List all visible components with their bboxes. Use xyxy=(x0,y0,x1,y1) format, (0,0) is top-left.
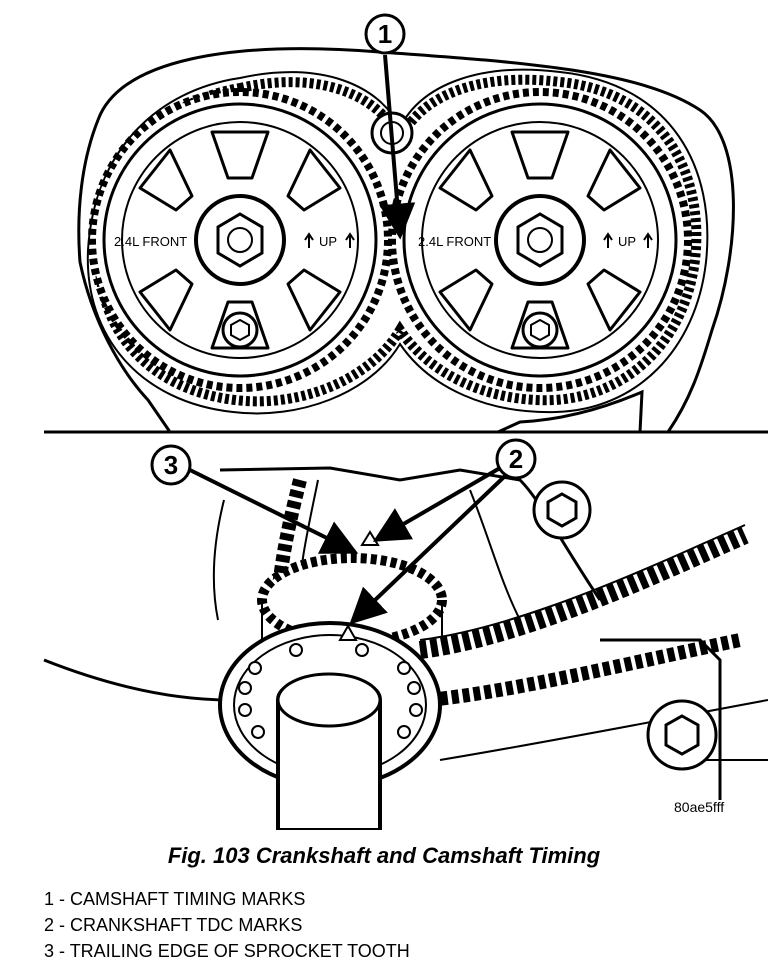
legend-item: 1 - CAMSHAFT TIMING MARKS xyxy=(44,886,410,912)
right-sprocket-front-label: 2.4L FRONT xyxy=(418,234,491,249)
up-arrow-icon xyxy=(304,232,314,248)
legend-number: 2 xyxy=(44,915,55,935)
up-arrow-icon xyxy=(643,232,653,248)
crankshaft-sprocket xyxy=(218,530,447,830)
legend-number: 1 xyxy=(44,889,55,909)
timing-illustration: 2.4L FRONT UP 2.4L FRONT UP xyxy=(43,13,768,830)
left-sprocket-up-label: UP xyxy=(319,234,337,249)
camshaft-view: 2.4L FRONT UP 2.4L FRONT UP xyxy=(77,13,735,434)
up-arrow-icon xyxy=(345,232,355,248)
svg-text:1: 1 xyxy=(378,19,392,49)
legend-item: 3 - TRAILING EDGE OF SPROCKET TOOTH xyxy=(44,938,410,964)
engine-bolt-upper xyxy=(532,480,592,540)
up-arrow-icon xyxy=(603,232,613,248)
callout-2: 2 xyxy=(349,438,537,625)
right-camshaft-sprocket: 2.4L FRONT UP xyxy=(388,88,692,392)
legend-list: 1 - CAMSHAFT TIMING MARKS 2 - CRANKSHAFT… xyxy=(44,886,410,964)
legend-text: CAMSHAFT TIMING MARKS xyxy=(70,889,306,909)
image-code: 80ae5fff xyxy=(674,799,724,815)
callout-3: 3 xyxy=(150,444,359,554)
legend-text: CRANKSHAFT TDC MARKS xyxy=(70,915,303,935)
legend-separator: - xyxy=(54,915,71,935)
svg-text:3: 3 xyxy=(164,450,178,480)
left-camshaft-sprocket: 2.4L FRONT UP xyxy=(88,88,392,392)
legend-separator: - xyxy=(54,889,71,909)
right-sprocket-up-label: UP xyxy=(618,234,636,249)
legend-separator: - xyxy=(54,941,70,961)
legend-number: 3 xyxy=(44,941,55,961)
crankshaft-view: 3 2 80ae5fff xyxy=(43,438,768,830)
legend-item: 2 - CRANKSHAFT TDC MARKS xyxy=(44,912,410,938)
callout-1: 1 xyxy=(364,13,416,240)
tdc-mark-lower xyxy=(338,623,358,641)
svg-text:2: 2 xyxy=(509,444,523,474)
engine-bolt-lower xyxy=(646,699,718,771)
legend-text: TRAILING EDGE OF SPROCKET TOOTH xyxy=(69,941,410,961)
left-sprocket-front-label: 2.4L FRONT xyxy=(114,234,187,249)
figure-title: Fig. 103 Crankshaft and Camshaft Timing xyxy=(167,843,601,868)
